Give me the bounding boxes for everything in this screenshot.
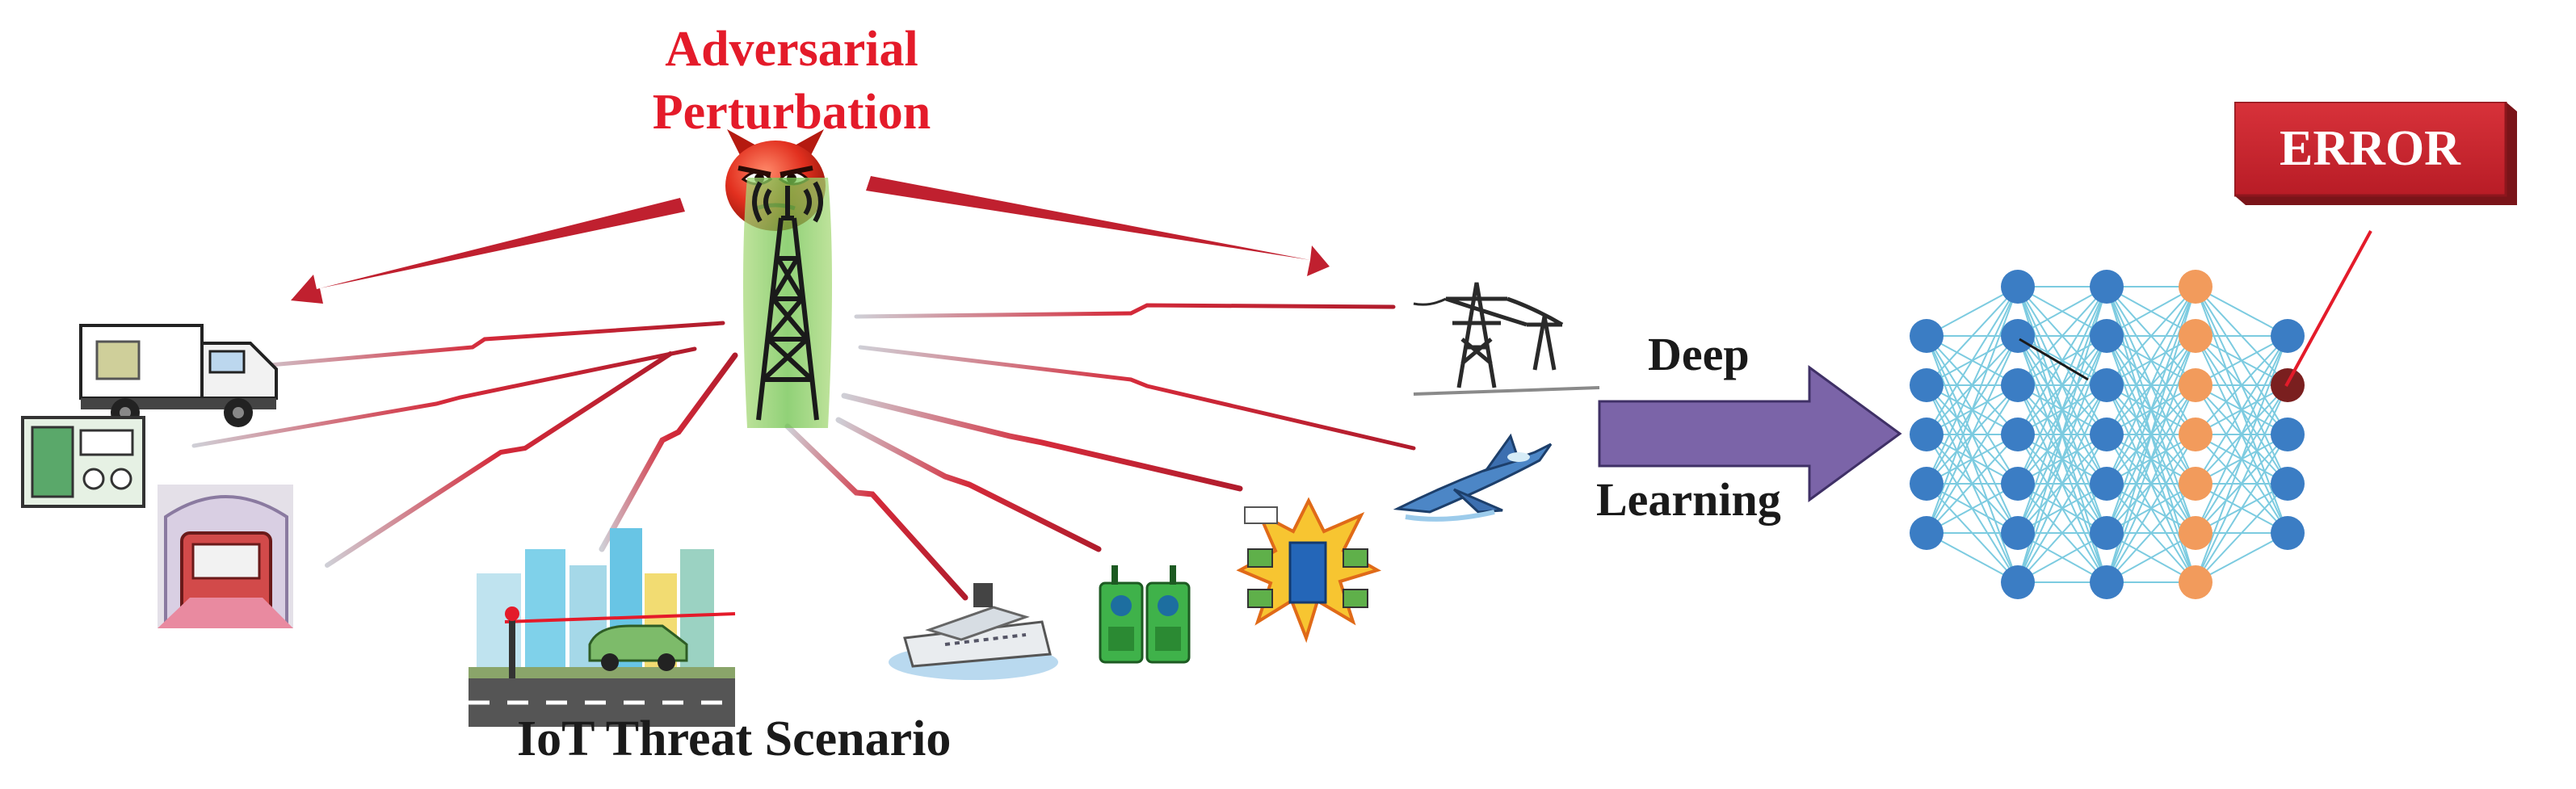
smart-city-icon: [469, 528, 736, 727]
radio-device-icon: [21, 416, 145, 508]
network-connection: [2195, 335, 2288, 485]
network-connection: [1926, 286, 2019, 485]
network-node-hidden: [2001, 270, 2035, 304]
signal-line-train: [325, 351, 673, 568]
network-connection: [2106, 483, 2196, 583]
network-connection: [1926, 434, 2019, 534]
cruise-ship-icon: [889, 583, 1058, 680]
title-line-2: Perturbation: [652, 85, 931, 140]
network-connection: [2017, 384, 2107, 583]
network-node-output: [2271, 516, 2305, 550]
network-connection: [2195, 483, 2288, 583]
network-node-hidden: [2090, 368, 2124, 402]
error-pointer: [2284, 230, 2372, 387]
network-node-hidden: [2001, 565, 2035, 599]
network-connection: [2017, 286, 2107, 386]
network-connection: [2195, 335, 2288, 386]
walkie-talkie-icon: [1099, 565, 1191, 664]
network-node-perturbed-hidden: [2179, 418, 2213, 451]
network-connection: [2106, 286, 2196, 435]
network-node-perturbed-hidden: [2179, 319, 2213, 353]
network-node-hidden: [2001, 418, 2035, 451]
network-node-hidden: [2090, 516, 2124, 550]
signal-line-walkie: [835, 417, 1102, 552]
network-node-input: [1910, 516, 1944, 550]
deep-label: Deep: [1648, 328, 1750, 380]
network-connection: [2195, 384, 2288, 583]
network-node-hidden: [2090, 467, 2124, 501]
signal-line-power: [854, 303, 1396, 319]
network-connection: [2195, 532, 2288, 583]
learning-label: Learning: [1596, 473, 1781, 526]
network-connection: [1926, 335, 2019, 534]
network-node-input: [1910, 418, 1944, 451]
network-connection: [2106, 286, 2196, 386]
network-connection: [1926, 483, 2019, 534]
network-node-input: [1910, 319, 1944, 353]
network-connection: [2195, 335, 2288, 583]
error-box: ERROR: [2234, 102, 2541, 205]
fighter-jet-icon: [1393, 433, 1553, 522]
iot-threat-scenario-label: IoT Threat Scenario: [517, 711, 952, 766]
neural-network: [1910, 270, 2305, 599]
attack-arrow-left: [291, 198, 685, 304]
signal-line-radio: [191, 346, 697, 448]
network-node-perturbed-hidden: [2179, 368, 2213, 402]
attack-arrows: [291, 176, 1330, 304]
title-line-1: Adversarial: [665, 22, 918, 77]
network-node-hidden: [2001, 467, 2035, 501]
network-node-output: [2271, 467, 2305, 501]
network-node-hidden: [2001, 516, 2035, 550]
network-node-input: [1910, 467, 1944, 501]
network-connection: [2195, 434, 2288, 583]
network-connection: [2106, 384, 2196, 583]
network-node-perturbed-hidden: [2179, 565, 2213, 599]
network-connection: [1926, 286, 2019, 337]
network-connection: [1926, 384, 2019, 534]
network-node-perturbed-hidden: [2179, 467, 2213, 501]
network-connection: [2195, 335, 2288, 534]
subway-train-icon: [158, 485, 293, 628]
network-node-input: [1910, 368, 1944, 402]
perturbation-trace: [2019, 338, 2089, 381]
network-node-perturbed-hidden: [2179, 270, 2213, 304]
signal-line-city: [599, 352, 738, 552]
network-node-hidden: [2090, 418, 2124, 451]
network-node-hidden: [2090, 270, 2124, 304]
network-connection: [2106, 286, 2196, 485]
emi-server-icon: [1236, 497, 1382, 644]
attack-arrow-right: [866, 176, 1330, 276]
network-node-hidden: [2001, 368, 2035, 402]
network-connection: [1926, 532, 2019, 583]
network-node-hidden: [2001, 319, 2035, 353]
cell-tower-icon: [743, 178, 832, 428]
network-node-hidden: [2090, 319, 2124, 353]
network-node-hidden: [2090, 565, 2124, 599]
signal-line-jet: [858, 345, 1416, 451]
signal-lines: [191, 303, 1416, 601]
learning-arrow: [1598, 365, 1902, 502]
network-connection: [1926, 286, 2019, 435]
network-node-output: [2271, 319, 2305, 353]
signal-line-ship: [784, 423, 969, 601]
network-connection: [2017, 286, 2107, 485]
signal-line-truck: [240, 321, 725, 370]
network-connection: [2017, 434, 2107, 583]
network-connection: [2195, 335, 2288, 435]
network-node-perturbed-hidden: [2179, 516, 2213, 550]
network-connection: [2106, 434, 2196, 583]
network-connection: [2195, 286, 2288, 337]
network-connection: [2017, 483, 2107, 583]
network-connection: [1926, 286, 2019, 534]
network-connection: [1926, 286, 2019, 386]
network-connection: [2017, 286, 2107, 435]
power-line-icon: [1413, 282, 1600, 396]
adversarial-perturbation-title: Adversarial Perturbation: [565, 18, 1018, 144]
delivery-truck-icon: [79, 324, 278, 427]
error-label: ERROR: [2280, 120, 2460, 176]
signal-line-emi: [841, 392, 1243, 492]
network-node-output: [2271, 418, 2305, 451]
